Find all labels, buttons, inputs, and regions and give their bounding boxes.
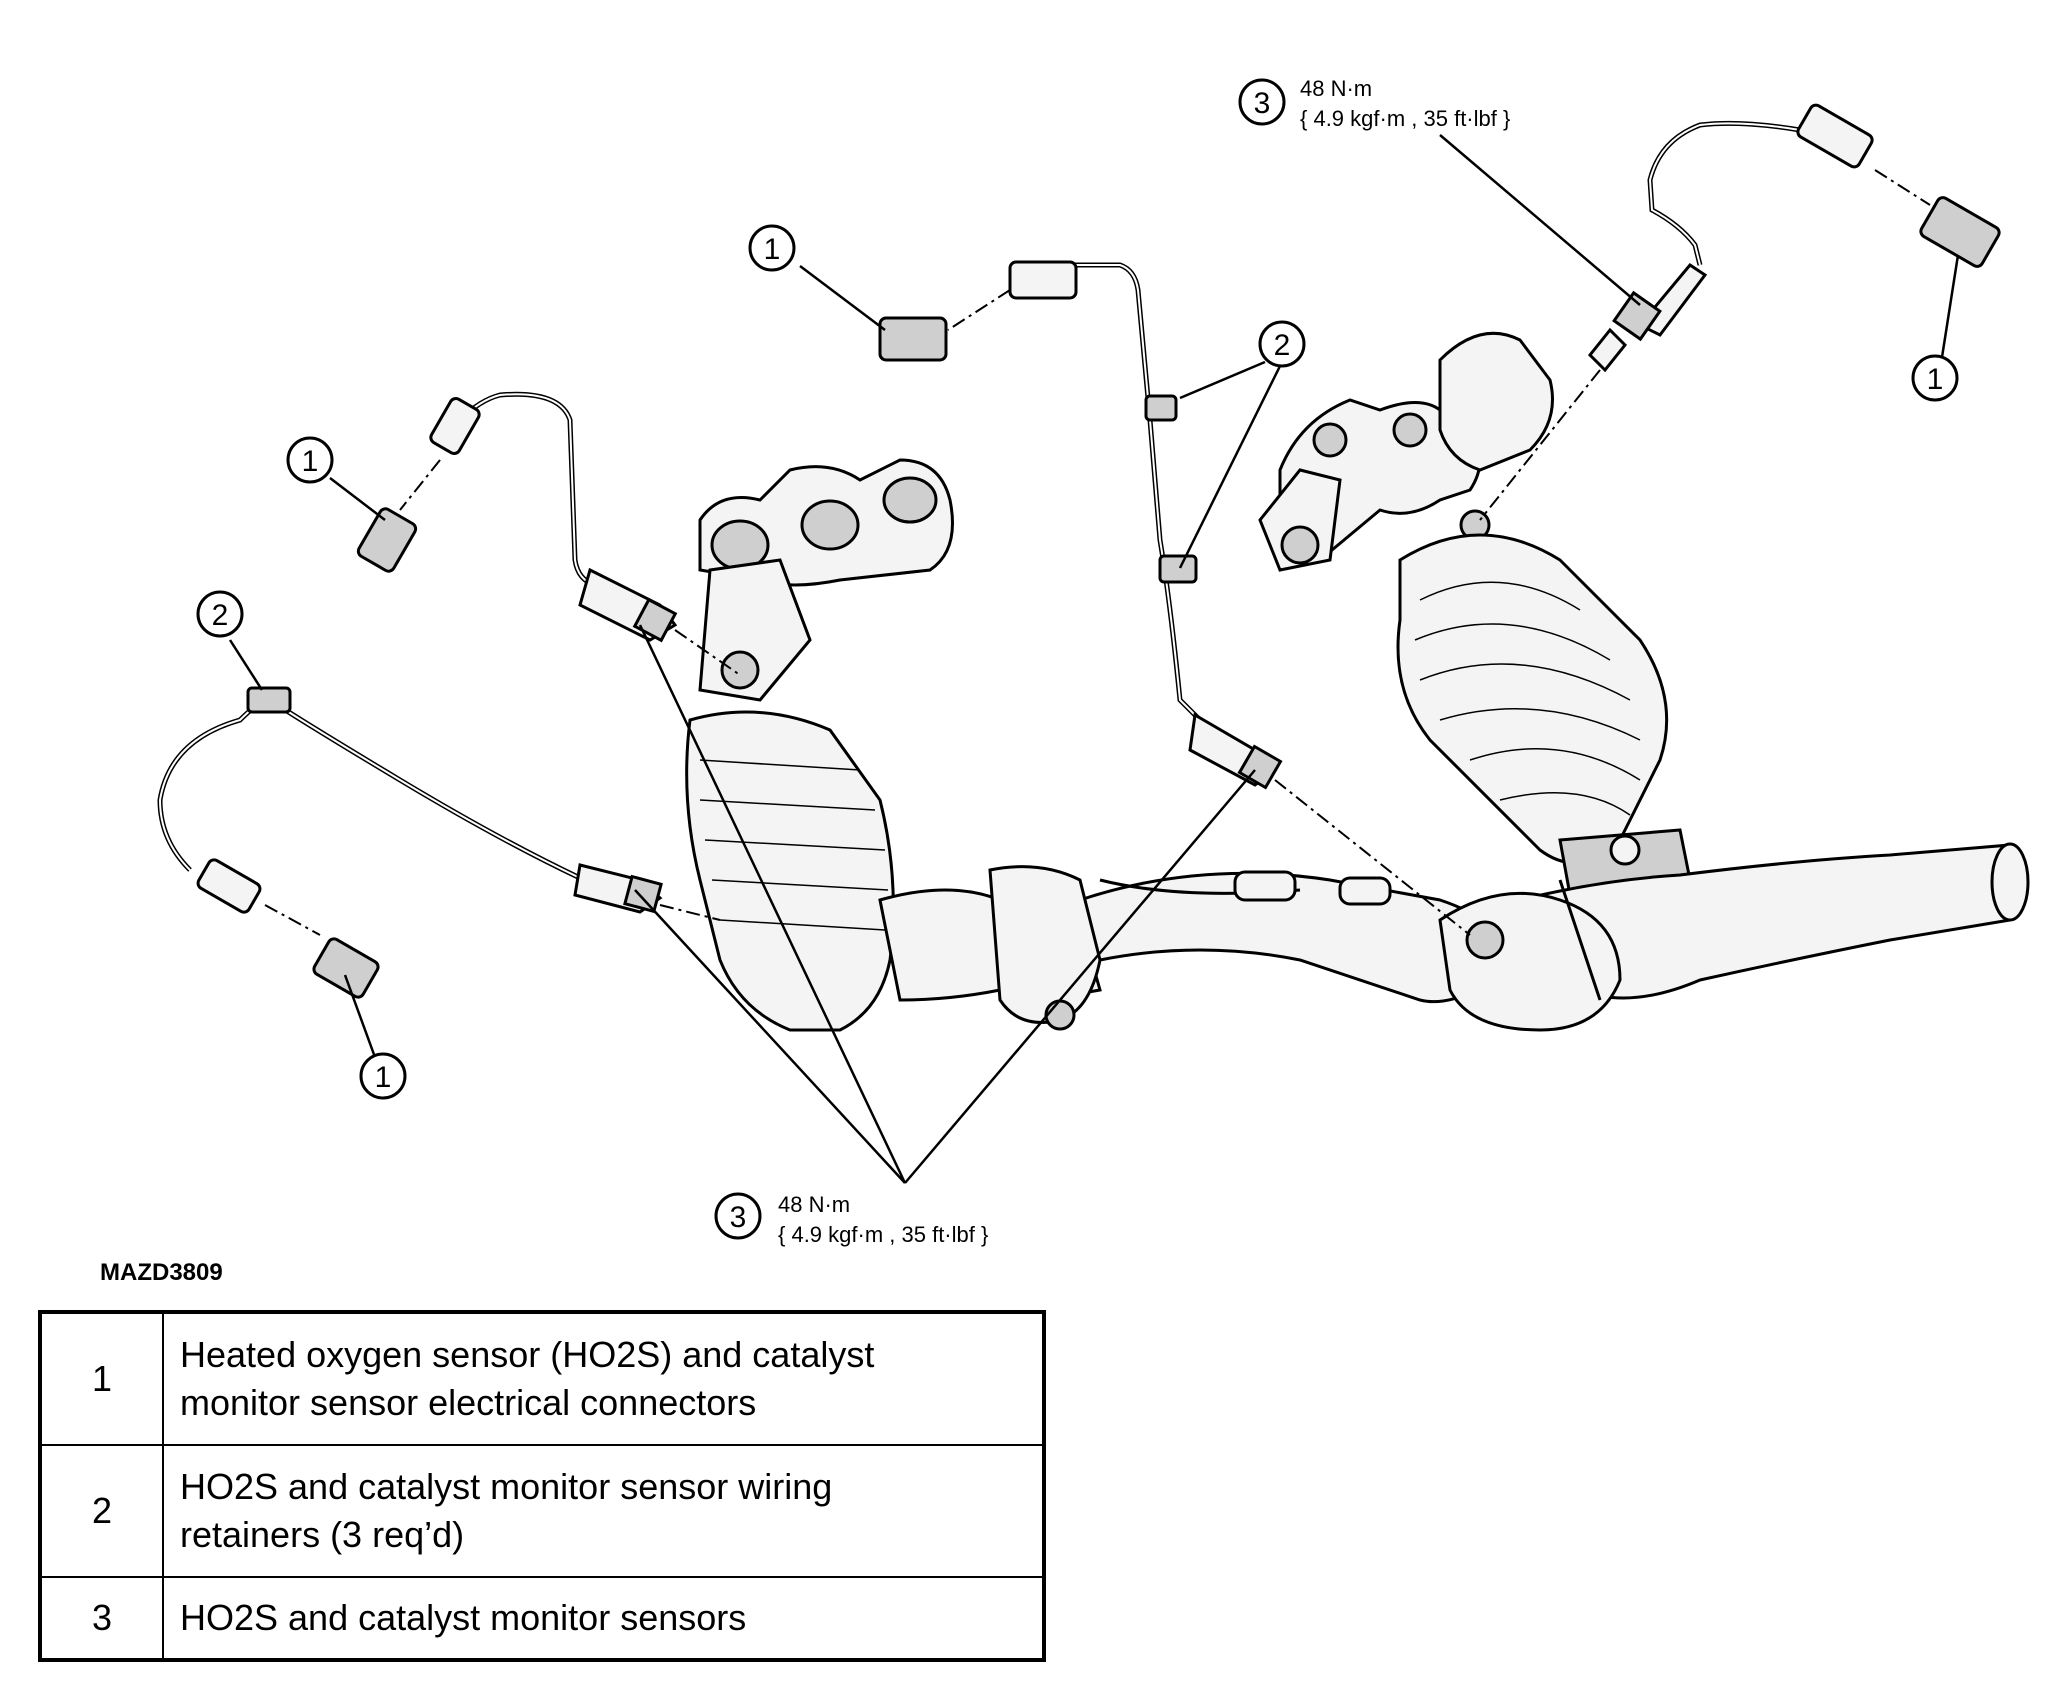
callout-1-right: 1 bbox=[1911, 354, 1959, 402]
callout-2-center: 2 bbox=[1258, 320, 1306, 368]
svg-text:2: 2 bbox=[1274, 329, 1291, 362]
wiring-harness-left-upper bbox=[458, 391, 596, 588]
wiring-harness-right bbox=[1647, 120, 1801, 266]
legend-line: Heated oxygen sensor (HO2S) and catalyst bbox=[180, 1334, 875, 1375]
legend-description: HO2S and catalyst monitor sensor wiring … bbox=[162, 1444, 1045, 1578]
legend-line: monitor sensor electrical connectors bbox=[180, 1382, 757, 1423]
exhaust-y-pipe bbox=[1078, 842, 2030, 1032]
svg-text:48 N·m: 48 N·m bbox=[1300, 76, 1372, 101]
legend-row: 2 HO2S and catalyst monitor sensor wirin… bbox=[39, 1444, 1045, 1578]
leader-lines bbox=[228, 134, 1960, 1184]
legend-table: 1 Heated oxygen sensor (HO2S) and cataly… bbox=[38, 1310, 1046, 1662]
legend-number: 3 bbox=[39, 1576, 164, 1661]
figure-id: MAZD3809 bbox=[100, 1259, 223, 1286]
legend-line: retainers (3 req’d) bbox=[180, 1514, 465, 1555]
legend-line: HO2S and catalyst monitor sensors bbox=[180, 1597, 747, 1638]
oxygen-sensor-left-upper bbox=[578, 567, 741, 676]
legend-description: Heated oxygen sensor (HO2S) and catalyst… bbox=[162, 1311, 1045, 1446]
svg-text:{ 4.9 kgf·m , 35 ft·lbf }: { 4.9 kgf·m , 35 ft·lbf } bbox=[1300, 106, 1510, 131]
svg-text:3: 3 bbox=[1254, 87, 1271, 120]
connector-center bbox=[878, 260, 1078, 362]
svg-text:1: 1 bbox=[302, 445, 319, 478]
callout-2-left: 2 bbox=[196, 590, 244, 638]
left-exhaust-manifold bbox=[698, 458, 954, 702]
svg-text:{ 4.9 kgf·m , 35 ft·lbf }: { 4.9 kgf·m , 35 ft·lbf } bbox=[778, 1222, 988, 1247]
connector-right bbox=[1796, 103, 2001, 268]
svg-text:3: 3 bbox=[730, 1201, 747, 1234]
legend-row: 1 Heated oxygen sensor (HO2S) and cataly… bbox=[39, 1311, 1045, 1446]
svg-text:2: 2 bbox=[212, 599, 229, 632]
torque-spec-bottom: 48 N·m { 4.9 kgf·m , 35 ft·lbf } bbox=[778, 1192, 988, 1247]
oxygen-sensor-right bbox=[1479, 263, 1708, 521]
svg-text:1: 1 bbox=[1927, 363, 1944, 396]
right-catalytic-converter bbox=[1396, 533, 1692, 897]
legend-row: 3 HO2S and catalyst monitor sensors bbox=[39, 1576, 1045, 1661]
wiring-harness-center bbox=[1075, 262, 1202, 722]
wiring-harness-left-lower bbox=[157, 697, 582, 881]
legend-number: 2 bbox=[39, 1444, 164, 1578]
legend-line: HO2S and catalyst monitor sensor wiring bbox=[180, 1466, 833, 1507]
callout-1-center: 1 bbox=[748, 224, 796, 272]
right-exhaust-manifold bbox=[1258, 331, 1554, 572]
connector-left-upper bbox=[356, 397, 481, 573]
svg-text:48 N·m: 48 N·m bbox=[778, 1192, 850, 1217]
legend-description: HO2S and catalyst monitor sensors bbox=[162, 1576, 1045, 1661]
callout-3-top: 3 bbox=[1238, 78, 1286, 126]
wiring-retainers bbox=[246, 394, 1198, 714]
svg-text:1: 1 bbox=[375, 1061, 392, 1094]
left-catalytic-converter bbox=[685, 710, 1102, 1032]
legend-number: 1 bbox=[39, 1311, 164, 1446]
callout-1-left-lower: 1 bbox=[359, 1052, 407, 1100]
svg-text:1: 1 bbox=[764, 233, 781, 266]
torque-spec-top: 48 N·m { 4.9 kgf·m , 35 ft·lbf } bbox=[1300, 76, 1510, 131]
oxygen-sensor-left-lower bbox=[573, 863, 721, 921]
connector-left-lower bbox=[196, 858, 380, 999]
callout-1-left-upper: 1 bbox=[286, 436, 334, 484]
callout-3-bottom: 3 bbox=[714, 1192, 762, 1240]
